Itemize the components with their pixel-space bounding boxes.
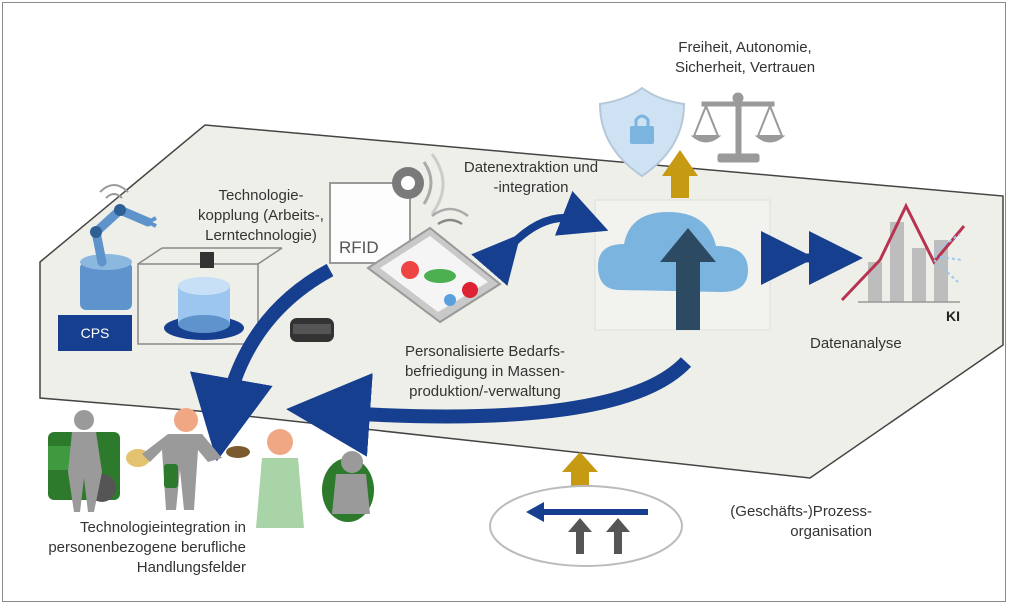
people-icon: [48, 408, 374, 528]
coupling-arrow: [189, 263, 334, 462]
values-label-2: Sicherheit, Vertrauen: [674, 59, 816, 76]
coupling-label-1: Technologie-: [218, 187, 304, 204]
process-arrow: [562, 452, 598, 492]
coupling-label-3: Lerntechnologie): [205, 227, 317, 244]
personal-label-2: befriedigung in Massen-: [404, 363, 566, 380]
integration-label-2: personenbezogene berufliche: [48, 539, 246, 556]
cloud-upload-icon: [598, 212, 748, 330]
extraction-arrow: [471, 190, 609, 286]
values-label-1: Freiheit, Autonomie,: [678, 39, 812, 56]
cps-badge: CPS: [58, 315, 132, 351]
personalization-arrow: [286, 357, 692, 457]
vr-glasses-icon: [290, 318, 334, 342]
3d-printer-icon: [137, 247, 283, 345]
process-flow-icon: [526, 502, 648, 554]
robot-arm-icon: [80, 184, 157, 310]
cps-label: CPS: [80, 325, 110, 341]
extraction-label-2: -integration: [493, 179, 569, 196]
coupling-label-2: kopplung (Arbeits-,: [198, 207, 324, 224]
integration-label-1: Technologieintegration in: [80, 519, 246, 536]
rfid-label: RFID: [339, 238, 379, 257]
bar-chart-icon: [840, 202, 966, 303]
ki-label: KI: [946, 308, 960, 324]
extraction-label-1: Datenextraktion und: [463, 159, 599, 176]
process-label-2: organisation: [790, 523, 872, 540]
personal-label-1: Personalisierte Bedarfs-: [404, 343, 566, 360]
scales-icon: [690, 92, 786, 163]
shield-lock-icon: [598, 86, 686, 178]
values-arrow: [662, 150, 698, 198]
process-label-1: (Geschäfts-)Prozess-: [730, 503, 872, 520]
personal-label-3: produktion/-verwaltung: [409, 383, 561, 400]
analysis-label: Datenanalyse: [810, 335, 902, 352]
integration-label-3: Handlungsfelder: [136, 559, 246, 576]
